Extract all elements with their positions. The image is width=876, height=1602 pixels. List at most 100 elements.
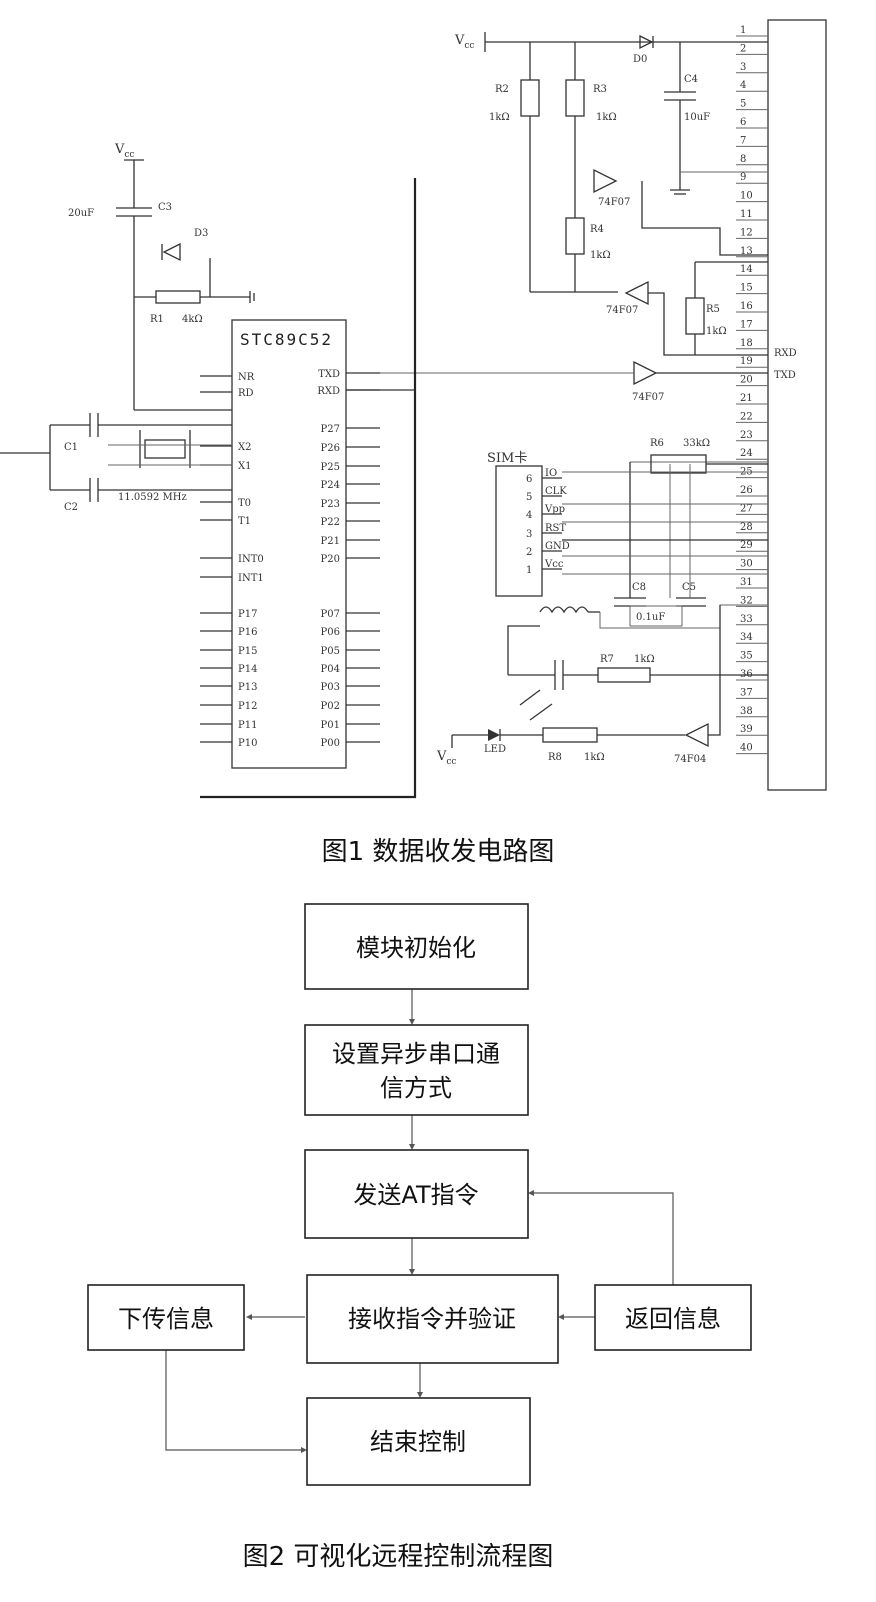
chip-left-pin-label: P14	[238, 664, 257, 675]
connector-pin-number: 37	[740, 687, 753, 698]
chip-left-pin-label: NR	[238, 372, 255, 383]
connector-pin-number: 10	[740, 191, 753, 202]
reset-network: Vcc 20uF C3 D3 R1 4kΩ	[68, 142, 255, 411]
chip-right-pin-label: P05	[321, 646, 340, 657]
chip-left-pin-label: P12	[238, 701, 257, 712]
chip-left-pin-label: P17	[238, 609, 257, 620]
chip-body	[231, 319, 347, 769]
buf2-label: 74F07	[606, 305, 638, 316]
resistor-r4: R4 1kΩ	[530, 217, 618, 293]
chip-left-pin-label: P10	[238, 738, 257, 749]
chip-right-pin-label: P20	[321, 554, 340, 565]
connector-pin-number: 35	[740, 651, 753, 662]
connector-pin-number: 30	[740, 559, 753, 570]
chip-left-pin-label: P13	[238, 682, 257, 693]
init-label: 模块初始化	[356, 934, 476, 962]
vcc-bus-top: Vcc	[454, 32, 768, 52]
crystal-label: 11.0592 MHz	[118, 492, 187, 503]
flow-box-init: 模块初始化	[304, 903, 529, 990]
chip-name: STC89C52	[240, 330, 333, 349]
txd-label: TXD	[774, 370, 796, 381]
chip-right-pin-label: P27	[321, 424, 340, 435]
chip-right-pin-label: P06	[321, 627, 340, 638]
connector-body	[767, 19, 827, 791]
chip-right-pin-label: P01	[321, 720, 340, 731]
r2-value: 1kΩ	[489, 112, 510, 123]
r7-name: R7	[600, 654, 614, 665]
r8-value: 1kΩ	[584, 752, 605, 763]
connector-pin-number: 24	[740, 448, 753, 459]
chip-left-pin-label: X2	[238, 442, 251, 453]
connector-pin-number: 8	[740, 154, 746, 165]
r7-value: 1kΩ	[634, 654, 655, 665]
connector-pin-number: 5	[740, 99, 746, 110]
c5-label: C5	[682, 582, 696, 593]
r5-name: R5	[706, 304, 720, 315]
r3-name: R3	[593, 84, 607, 95]
r1-value: 4kΩ	[182, 314, 203, 325]
resistor-r3: R3 1kΩ	[565, 42, 617, 218]
flow-box-end: 结束控制	[306, 1397, 531, 1486]
flow-box-receive: 接收指令并验证	[306, 1274, 559, 1364]
connector-pin-number: 31	[740, 577, 753, 588]
circuit-diagram: 1234567891011121314151617181920212223242…	[0, 19, 827, 867]
chip-left-pin-label: INT0	[238, 554, 264, 565]
connector-pin-number: 33	[740, 614, 753, 625]
connector-pin-number: 18	[740, 338, 753, 349]
chip-left-pin-label: RD	[238, 388, 254, 399]
chip-right-pin-label: P24	[321, 480, 340, 491]
setup-label-2: 信方式	[380, 1074, 452, 1102]
flow-box-download: 下传信息	[87, 1284, 245, 1351]
connector-pin-number: 17	[740, 319, 753, 330]
return-label: 返回信息	[625, 1305, 721, 1333]
connector-pin-number: 12	[740, 227, 753, 238]
bus-line-right	[200, 178, 417, 799]
sim-pin-number: 1	[526, 565, 532, 576]
connector-pin-number: 26	[740, 485, 753, 496]
connector-pin-number: 21	[740, 393, 753, 404]
sim-pin-label: GND	[545, 541, 570, 552]
sim-pin-label: IO	[545, 468, 557, 479]
connector-pin-number: 11	[740, 209, 753, 220]
chip-right-pin-label: TXD	[318, 369, 340, 380]
connector-pin-number: 2	[740, 43, 746, 54]
resistor-r2: R2 1kΩ	[489, 42, 540, 292]
buf1-label: 74F07	[598, 197, 630, 208]
rf-led-network: R7 1kΩ Vcc LED R8 1kΩ 74F04	[436, 604, 768, 767]
buffer-74f07-mid: 74F07	[606, 280, 768, 356]
c8-label: C8	[632, 582, 646, 593]
connector-pin-number: 9	[740, 172, 746, 183]
figure2-caption: 图2 可视化远程控制流程图	[243, 1542, 554, 1572]
sim-pin-number: 2	[526, 547, 532, 558]
sim-pin-number: 6	[526, 474, 532, 485]
buffer-74f07-top: 74F07	[593, 168, 768, 256]
capacitor-c4: C4 10uF	[664, 42, 768, 195]
receive-label: 接收指令并验证	[348, 1305, 516, 1333]
c3-value: 20uF	[68, 208, 94, 219]
r6-name: R6	[650, 438, 664, 449]
connector-pin-number: 7	[740, 135, 746, 146]
connector-pin-number: 28	[740, 522, 753, 533]
c4-name: C4	[684, 74, 698, 85]
resistor-r5: R5 1kΩ	[685, 261, 768, 355]
c2-label: C2	[64, 502, 78, 513]
chip-left-pin-label: P15	[238, 646, 257, 657]
send-label: 发送AT指令	[353, 1181, 478, 1209]
connector-pin-number: 27	[740, 503, 753, 514]
connector-pin-number: 19	[740, 356, 753, 367]
sim-pin-label: RST	[545, 523, 566, 534]
r4-value: 1kΩ	[590, 250, 611, 261]
figure1-caption: 图1 数据收发电路图	[322, 837, 555, 867]
connector-pin-number: 15	[740, 283, 753, 294]
chip-left-pin-label: T1	[238, 516, 251, 527]
connector-pin-number: 23	[740, 430, 753, 441]
sim-pin-number: 4	[526, 510, 532, 521]
chip-right-pin-label: P07	[321, 609, 340, 620]
r5-value: 1kΩ	[706, 326, 727, 337]
sim-label: SIM卡	[487, 451, 527, 466]
connector-pin-number: 39	[740, 724, 753, 735]
connector-40pin: 1234567891011121314151617181920212223242…	[736, 19, 827, 791]
chip-right-pin-label: P03	[321, 682, 340, 693]
